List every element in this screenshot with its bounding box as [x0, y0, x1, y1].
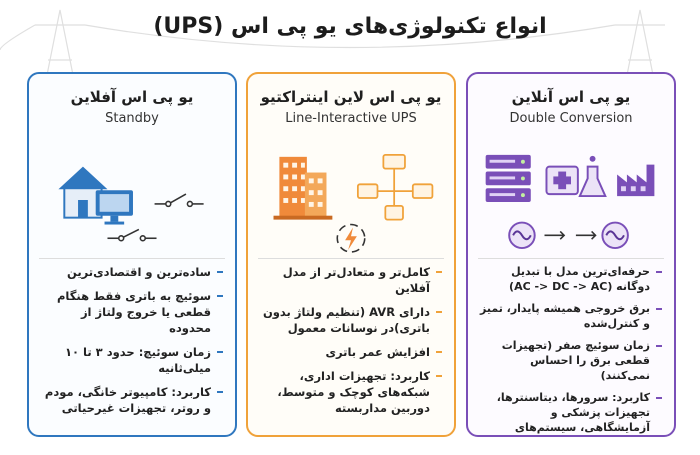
card-header: یو پی اس آنلاین Double Conversion	[468, 74, 674, 140]
factory-icon	[617, 164, 655, 197]
card-online: یو پی اس آنلاین Double Conversion	[466, 72, 676, 437]
card-divider	[39, 258, 225, 259]
server-rack-icon	[485, 154, 531, 202]
ac-wave-icon	[601, 221, 629, 250]
medical-icon	[545, 165, 579, 196]
card-standby: یو پی اس آفلاین Standby	[27, 72, 237, 437]
standby-illustration	[58, 166, 204, 242]
ac-wave-icon	[508, 221, 536, 250]
card-divider	[478, 258, 664, 259]
switch-icon	[107, 228, 157, 242]
list-item: دارای AVR (تنظیم ولتاژ بدون باتری)در نوس…	[260, 304, 442, 336]
card-subtitle: Double Conversion	[509, 111, 633, 126]
list-item: کاربرد: کامپیوتر خانگی، مودم و روتر، تجه…	[41, 384, 223, 416]
list-item: کاربرد: سرورها، دیتاسنترها، تجهیزات پزشک…	[480, 390, 662, 435]
list-item: ساده‌ترین و اقتصادی‌ترین	[41, 264, 223, 280]
list-item: کاربرد: تجهیزات اداری، شبکه‌های کوچک و م…	[260, 368, 442, 416]
switch-open-icon	[154, 193, 204, 208]
office-building-icon	[273, 156, 333, 220]
card-subtitle: Line-Interactive UPS	[285, 111, 417, 126]
card-title: یو پی اس آفلاین	[70, 88, 194, 106]
list-item: زمان سوئیچ صفر (تجهیزات قطعی برق را احسا…	[480, 338, 662, 383]
network-devices-icon	[356, 153, 434, 221]
list-item: سوئیچ به باتری فقط هنگام قطعی یا خروج ول…	[41, 288, 223, 336]
list-item: برق خروجی همیشه پایدار، تمیز و کنترل‌شده	[480, 301, 662, 331]
card-subtitle: Standby	[105, 111, 159, 126]
background-power-lines	[0, 9, 665, 110]
card-header: یو پی اس لاین اینتراکتیو Line-Interactiv…	[248, 74, 454, 140]
monitor-icon	[95, 190, 133, 225]
double-arrow-icon	[544, 230, 597, 240]
line-interactive-illustration	[273, 153, 434, 253]
house-icon	[58, 166, 108, 219]
page-title: انواع تکنولوژی‌های یو پی اس (UPS)	[153, 14, 547, 39]
lab-flask-icon	[578, 155, 607, 198]
feature-list: ساده‌ترین و اقتصادی‌ترین سوئیچ به باتری …	[41, 264, 223, 424]
card-title: یو پی اس آنلاین	[511, 88, 631, 106]
feature-list: حرفه‌ای‌ترین مدل با تبدیل دوگانه (AC -> …	[480, 264, 662, 435]
list-item: زمان سوئیچ: حدود ۳ تا ۱۰ میلی‌ثانیه	[41, 344, 223, 376]
list-item: کامل‌تر و متعادل‌تر از مدل آفلاین	[260, 264, 442, 296]
list-item: افزایش عمر باتری	[260, 344, 442, 360]
card-header: یو پی اس آفلاین Standby	[29, 74, 235, 140]
card-line-interactive: یو پی اس لاین اینتراکتیو Line-Interactiv…	[246, 72, 456, 437]
online-illustration	[485, 154, 655, 250]
feature-list: کامل‌تر و متعادل‌تر از مدل آفلاین دارای …	[260, 264, 442, 424]
card-divider	[258, 258, 444, 259]
list-item: حرفه‌ای‌ترین مدل با تبدیل دوگانه (AC -> …	[480, 264, 662, 294]
power-regulation-icon	[336, 223, 366, 253]
card-title: یو پی اس لاین اینتراکتیو	[260, 88, 442, 106]
